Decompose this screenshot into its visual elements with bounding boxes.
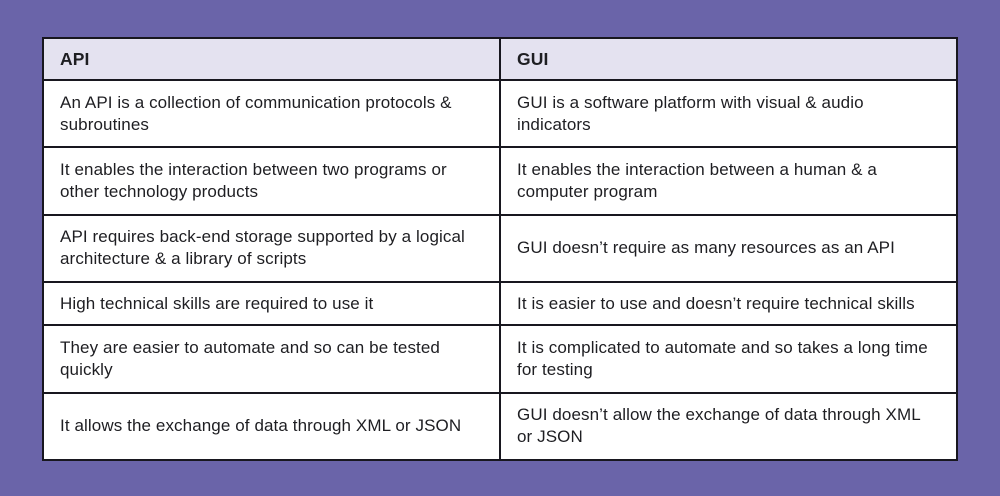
- table-row: They are easier to automate and so can b…: [42, 324, 958, 394]
- table-row: It enables the interaction between two p…: [42, 146, 958, 216]
- gui-cell: GUI doesn’t allow the exchange of data t…: [499, 391, 958, 462]
- column-header-gui: GUI: [499, 37, 958, 81]
- api-cell: An API is a collection of communication …: [42, 78, 501, 149]
- gui-cell: It is complicated to automate and so tak…: [499, 324, 958, 394]
- gui-cell: It enables the interaction between a hum…: [499, 146, 958, 216]
- column-header-api: API: [42, 37, 501, 81]
- table-row: An API is a collection of communication …: [42, 78, 958, 149]
- table-row: API requires back-end storage supported …: [42, 213, 958, 283]
- api-cell: API requires back-end storage supported …: [42, 213, 501, 283]
- gui-cell: GUI is a software platform with visual &…: [499, 78, 958, 149]
- header-row: API GUI: [42, 37, 958, 81]
- gui-cell: It is easier to use and doesn’t require …: [499, 280, 958, 327]
- api-cell: They are easier to automate and so can b…: [42, 324, 501, 394]
- api-cell: It allows the exchange of data through X…: [42, 391, 501, 462]
- table-body: An API is a collection of communication …: [42, 78, 958, 462]
- table-row: It allows the exchange of data through X…: [42, 391, 958, 462]
- table-row: High technical skills are required to us…: [42, 280, 958, 327]
- comparison-table: API GUI An API is a collection of commun…: [42, 37, 958, 462]
- api-cell: It enables the interaction between two p…: [42, 146, 501, 216]
- table-header: API GUI: [42, 37, 958, 81]
- api-cell: High technical skills are required to us…: [42, 280, 501, 327]
- gui-cell: GUI doesn’t require as many resources as…: [499, 213, 958, 283]
